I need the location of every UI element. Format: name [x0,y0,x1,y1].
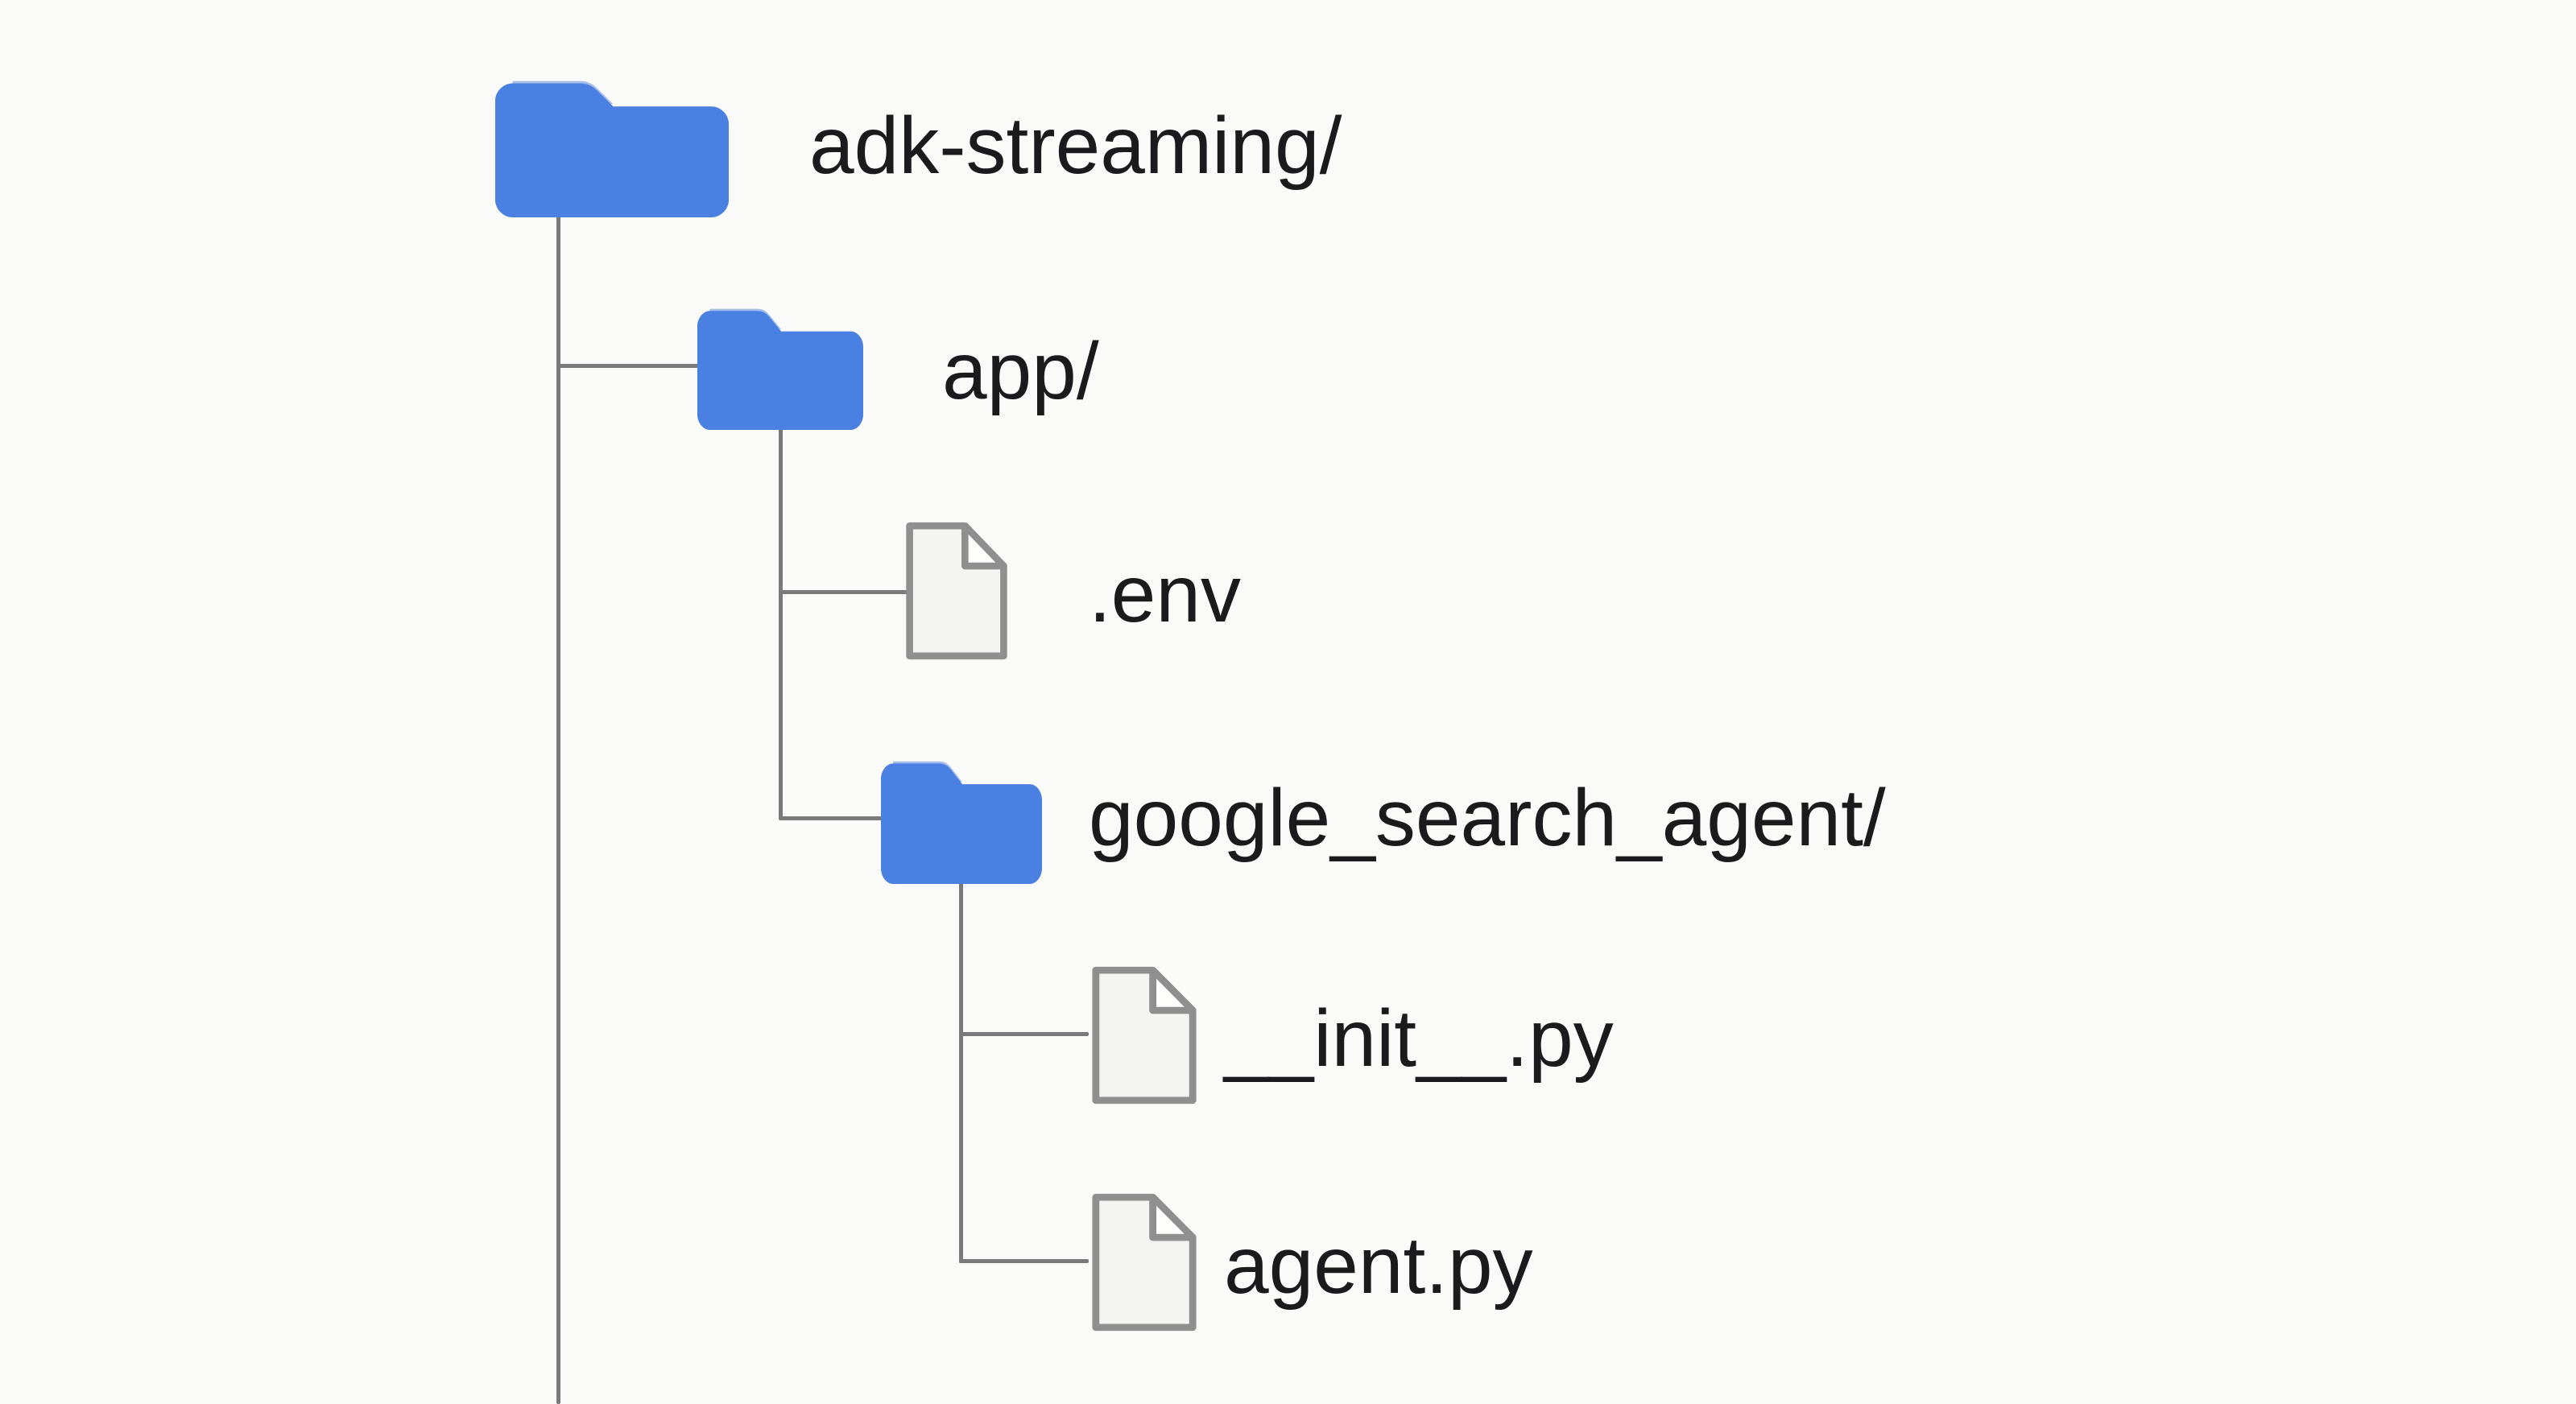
connector-line-root-trunk [556,213,560,1404]
file-icon [903,522,1011,660]
file-icon [1089,1193,1200,1332]
connector-line-branch-init [959,1032,1089,1036]
connector-line-branch-app [556,364,699,368]
connector-line-branch-gsa [779,816,883,820]
connector-line-branch-env [779,590,909,594]
node-label-init-py: __init__.py [1224,993,1614,1084]
node-label-agent-py: agent.py [1224,1220,1533,1311]
node-label-google-search-agent: google_search_agent/ [1089,773,1886,863]
connector-line-app-trunk [779,427,783,820]
node-label-env: .env [1089,549,1242,639]
node-label-app: app/ [942,326,1099,416]
node-label-adk-streaming: adk-streaming/ [809,101,1342,191]
folder-icon [881,755,1042,884]
folder-icon [495,74,729,217]
connector-line-branch-agent [959,1259,1089,1263]
connector-line-gsa-trunk [959,881,963,1263]
folder-icon [697,303,863,430]
file-icon [1089,966,1200,1105]
